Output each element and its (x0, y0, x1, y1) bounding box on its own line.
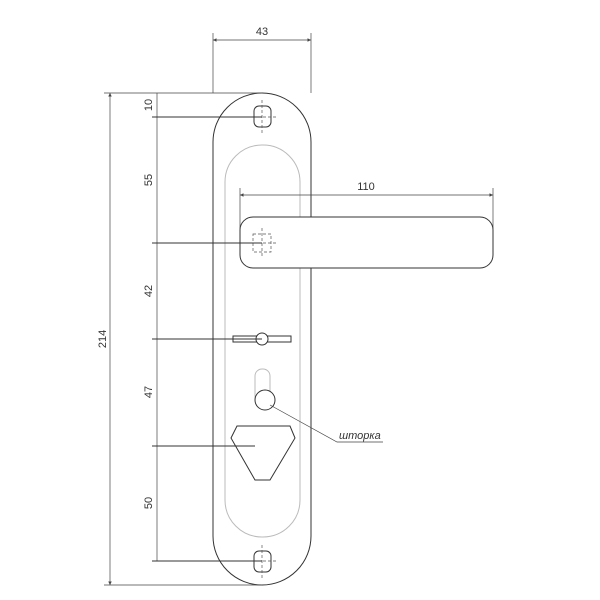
triangular-cutout (230, 425, 296, 481)
handle-lever (239, 216, 494, 269)
shutter-label: шторка (339, 430, 381, 442)
plate-width-label: 43 (256, 26, 268, 38)
dim-label-10: 10 (143, 99, 155, 111)
dim-label-47: 47 (143, 386, 155, 398)
dim-label-55: 55 (143, 174, 155, 186)
shutter-leader (269, 404, 383, 443)
plate-inner-outline (224, 144, 301, 538)
shutter-circle (254, 389, 276, 411)
handle-length-label: 110 (357, 181, 375, 193)
dim-label-42: 42 (143, 285, 155, 297)
dim-label-50: 50 (143, 497, 155, 509)
total-height-label: 214 (97, 330, 109, 348)
